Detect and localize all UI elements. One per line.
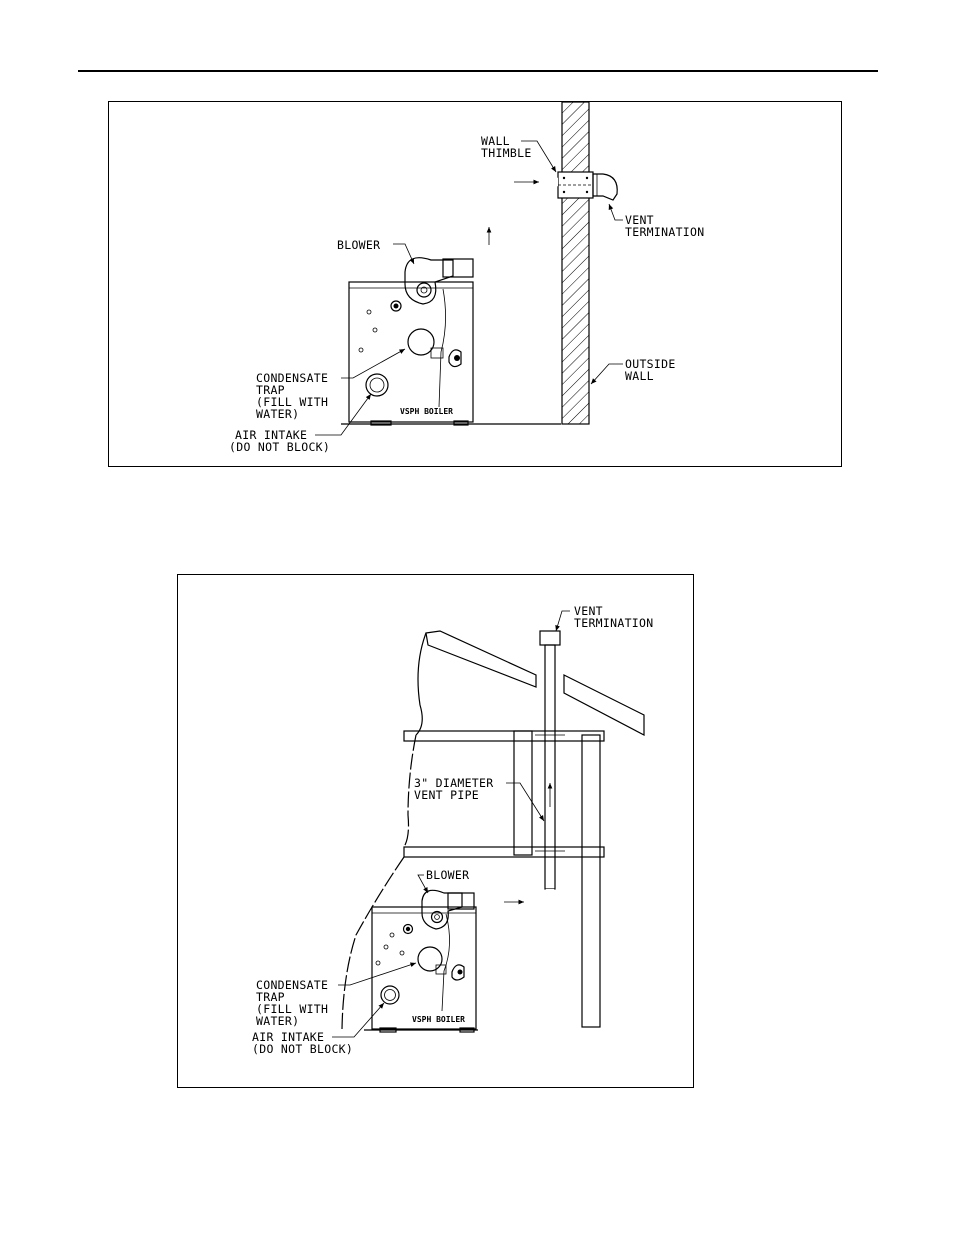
- vertical-vent-diagram: VSPH BOILER VENT TERMINATION 3" DIAMETER…: [178, 575, 695, 1089]
- vent-pipe: [474, 645, 565, 902]
- condensate-label-line4: WATER): [256, 1014, 299, 1028]
- boiler-name-label: VSPH BOILER: [400, 407, 453, 416]
- boiler-cabinet: VSPH BOILER: [372, 907, 476, 1032]
- figure-horizontal-vent: VSPH BOILER WALL THIMBLE VENT TERMINATIO…: [108, 101, 842, 467]
- figure-vertical-vent: VSPH BOILER VENT TERMINATION 3" DIAMETER…: [177, 574, 694, 1088]
- wall-thimble: [558, 172, 593, 198]
- header-rule: [78, 70, 878, 72]
- outside-wall: [562, 102, 589, 424]
- blower-label: BLOWER: [426, 868, 469, 882]
- air-intake-label-line2: (DO NOT BLOCK): [229, 440, 330, 454]
- vent-termination-elbow: [593, 174, 617, 200]
- boiler-name-label: VSPH BOILER: [412, 1015, 465, 1024]
- roof-section: [416, 631, 644, 735]
- blower-label: BLOWER: [337, 238, 380, 252]
- wall-thimble-label-line2: THIMBLE: [481, 146, 532, 160]
- horizontal-vent-diagram: VSPH BOILER WALL THIMBLE VENT TERMINATIO…: [109, 102, 843, 468]
- outside-wall-label-line2: WALL: [625, 369, 654, 383]
- boiler-cabinet: VSPH BOILER: [349, 282, 473, 425]
- vent-pipe-label-line2: VENT PIPE: [414, 788, 479, 802]
- vent-termination-label-line2: TERMINATION: [574, 616, 653, 630]
- vent-termination-label-line2: TERMINATION: [625, 225, 704, 239]
- condensate-label-line4: WATER): [256, 407, 299, 421]
- air-intake-label-line2: (DO NOT BLOCK): [252, 1042, 353, 1056]
- vent-termination-cap: [540, 631, 560, 645]
- exterior-wall: [582, 735, 600, 1027]
- blower: [405, 258, 473, 304]
- vent-pipe: [471, 182, 558, 267]
